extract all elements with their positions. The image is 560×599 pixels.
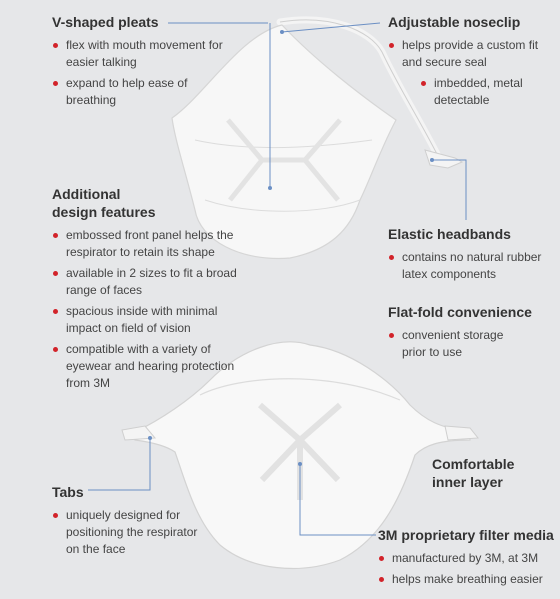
bullet-icon <box>379 556 384 561</box>
feature-title: Adjustable noseclip <box>388 14 521 30</box>
feature-flat-fold: Flat-fold convenience convenient storage… <box>388 303 553 365</box>
feature-item: available in 2 sizes to fit a broad rang… <box>52 265 242 299</box>
feature-v-shaped-pleats: V-shaped pleats flex with mouth movement… <box>52 13 232 113</box>
feature-comfortable-inner-layer: Comfortable inner layer <box>432 455 532 497</box>
feature-tabs: Tabs uniquely designed for positioning t… <box>52 483 212 562</box>
feature-item: embossed front panel helps the respirato… <box>52 227 242 261</box>
bullet-icon <box>53 513 58 518</box>
bullet-icon <box>379 577 384 582</box>
feature-item: helps provide a custom fit and secure se… <box>388 37 553 71</box>
bullet-icon <box>53 81 58 86</box>
feature-title: Tabs <box>52 484 84 500</box>
feature-item: helps make breathing easier <box>378 571 558 588</box>
bullet-icon <box>421 81 426 86</box>
bullet-icon <box>53 233 58 238</box>
feature-filter-media: 3M proprietary filter media manufactured… <box>378 526 558 592</box>
feature-title: Comfortable inner layer <box>432 456 515 490</box>
bullet-icon <box>389 333 394 338</box>
feature-elastic-headbands: Elastic headbands contains no natural ru… <box>388 225 553 287</box>
bullet-icon <box>53 309 58 314</box>
feature-adjustable-noseclip: Adjustable noseclip helps provide a cust… <box>388 13 553 113</box>
feature-item: flex with mouth movement for easier talk… <box>52 37 232 71</box>
bullet-icon <box>389 255 394 260</box>
feature-item: compatible with a variety of eyewear and… <box>52 341 242 392</box>
feature-title: V-shaped pleats <box>52 14 159 30</box>
bullet-icon <box>53 271 58 276</box>
bullet-icon <box>53 347 58 352</box>
feature-item: manufactured by 3M, at 3M <box>378 550 558 567</box>
feature-item: spacious inside with minimal impact on f… <box>52 303 242 337</box>
bullet-icon <box>53 43 58 48</box>
feature-item: convenient storage prior to use <box>388 327 522 361</box>
feature-title: 3M proprietary filter media <box>378 527 554 543</box>
feature-item: expand to help ease of breathing <box>52 75 232 109</box>
feature-sub-item: imbedded, metal detectable <box>420 75 534 109</box>
feature-title: Additional design features <box>52 186 156 220</box>
bullet-icon <box>389 43 394 48</box>
feature-title: Elastic headbands <box>388 226 511 242</box>
feature-item: contains no natural rubber latex compone… <box>388 249 553 283</box>
feature-item: uniquely designed for positioning the re… <box>52 507 212 558</box>
feature-title: Flat-fold convenience <box>388 304 532 320</box>
feature-additional-design: Additional design features embossed fron… <box>52 185 242 396</box>
